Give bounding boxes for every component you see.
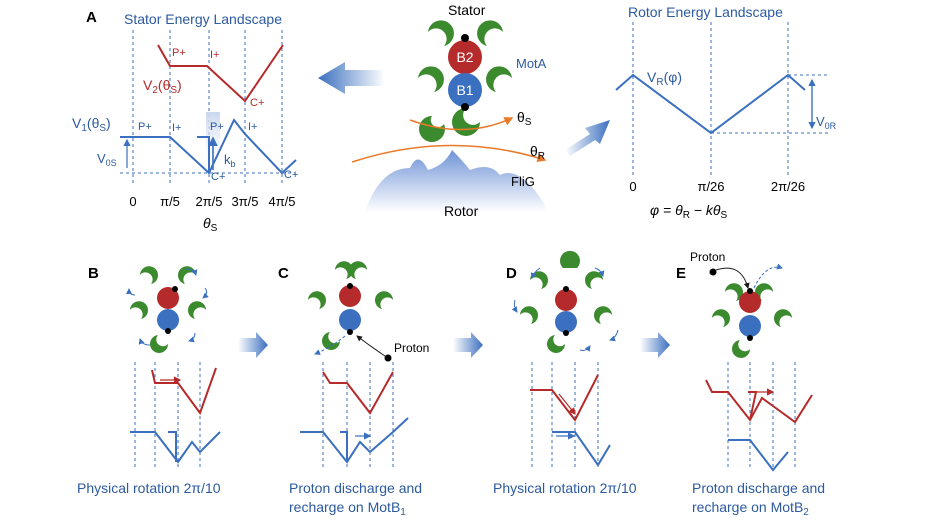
panel-label-a: A — [86, 9, 97, 26]
panel-label-c: C — [278, 265, 289, 282]
caption-c-line1: Proton discharge and — [289, 480, 422, 496]
svg-text:C+: C+ — [211, 171, 225, 183]
v1-label: V1(θS) — [72, 115, 111, 134]
svg-text:2π/5: 2π/5 — [195, 194, 222, 209]
panel-b-stator — [126, 266, 209, 353]
panel-label-e: E — [676, 265, 686, 282]
v2-label: V2(θS) — [143, 77, 182, 96]
v1-landscape-curve — [120, 118, 297, 175]
panel-label-b: B — [88, 265, 99, 282]
theta-s-rotation-arrow — [409, 117, 514, 131]
v0s-label: V0S — [97, 151, 117, 168]
theta-s-axis-label: θS — [203, 215, 218, 234]
theta-s-label: θS — [517, 109, 532, 128]
caption-d: Physical rotation 2π/10 — [493, 480, 637, 496]
svg-text:I+: I+ — [248, 121, 257, 133]
mota-label: MotA — [516, 56, 547, 71]
proton-label-e: Proton — [690, 250, 725, 264]
kb-label: kb — [224, 152, 236, 169]
v2-landscape-curve — [157, 44, 284, 103]
proton-site-top — [461, 34, 469, 42]
stator-x-ticks: 0 π/5 2π/5 3π/5 4π/5 — [129, 194, 295, 209]
svg-text:P+: P+ — [172, 47, 186, 59]
arrow-b-to-c — [238, 332, 268, 358]
svg-text:P+: P+ — [210, 121, 224, 133]
rotor-landscape-title: Rotor Energy Landscape — [628, 4, 783, 20]
motb1-circle — [448, 73, 482, 107]
svg-text:4π/5: 4π/5 — [268, 194, 295, 209]
svg-text:I+: I+ — [210, 49, 219, 61]
proton-label-c: Proton — [394, 341, 429, 355]
caption-b: Physical rotation 2π/10 — [77, 480, 221, 496]
panel-e-stator — [709, 263, 792, 358]
svg-text:π/5: π/5 — [160, 194, 180, 209]
phi-equation: φ = θR − kθS — [650, 202, 727, 221]
svg-text:π/26: π/26 — [697, 179, 724, 194]
b1-label: B1 — [456, 82, 473, 98]
panel-c-landscape — [300, 362, 409, 470]
svg-text:2π/26: 2π/26 — [771, 179, 805, 194]
stator-landscape-title: Stator Energy Landscape — [124, 11, 282, 27]
b2-label: B2 — [456, 49, 473, 65]
rotor-label: Rotor — [444, 203, 479, 219]
panel-c-stator — [308, 261, 393, 362]
left-flow-arrow — [318, 62, 385, 94]
svg-text:0: 0 — [629, 179, 636, 194]
svg-text:I+: I+ — [172, 122, 181, 134]
rotor-x-ticks: 0 π/26 2π/26 — [629, 179, 805, 194]
svg-text:0: 0 — [129, 194, 136, 209]
flig-label: FliG — [511, 174, 535, 189]
panel-b-landscape — [130, 362, 221, 470]
vr-landscape-curve — [615, 73, 806, 135]
arrow-c-to-d — [453, 332, 483, 358]
caption-e-line2: recharge on MotB2 — [692, 499, 809, 518]
svg-text:C+: C+ — [284, 169, 298, 181]
rotor-gridlines — [632, 22, 830, 175]
stator-label: Stator — [448, 2, 486, 18]
v0r-label: V0R — [816, 114, 837, 131]
panel-d-stator — [511, 250, 619, 353]
panel-e-landscape — [705, 362, 813, 472]
svg-text:P+: P+ — [138, 121, 152, 133]
caption-e-line1: Proton discharge and — [692, 480, 825, 496]
stator-state-labels: P+ I+ C+ P+ I+ P+ I+ C+ C+ — [138, 47, 298, 183]
panel-label-d: D — [506, 265, 517, 282]
svg-text:3π/5: 3π/5 — [231, 194, 258, 209]
svg-text:C+: C+ — [250, 97, 264, 109]
vr-label: VR(φ) — [647, 69, 682, 88]
theta-r-label: θR — [530, 143, 545, 162]
caption-c-line2: recharge on MotB1 — [289, 499, 406, 518]
panel-d-landscape — [530, 362, 611, 470]
motb2-circle — [448, 40, 482, 74]
arrow-d-to-e — [640, 332, 670, 358]
theta-r-rotation-arrow — [351, 144, 547, 163]
right-flow-arrow — [565, 120, 610, 156]
rotor-body — [365, 150, 545, 212]
stator-gridlines — [120, 30, 295, 185]
proton-site-bottom — [461, 103, 469, 111]
